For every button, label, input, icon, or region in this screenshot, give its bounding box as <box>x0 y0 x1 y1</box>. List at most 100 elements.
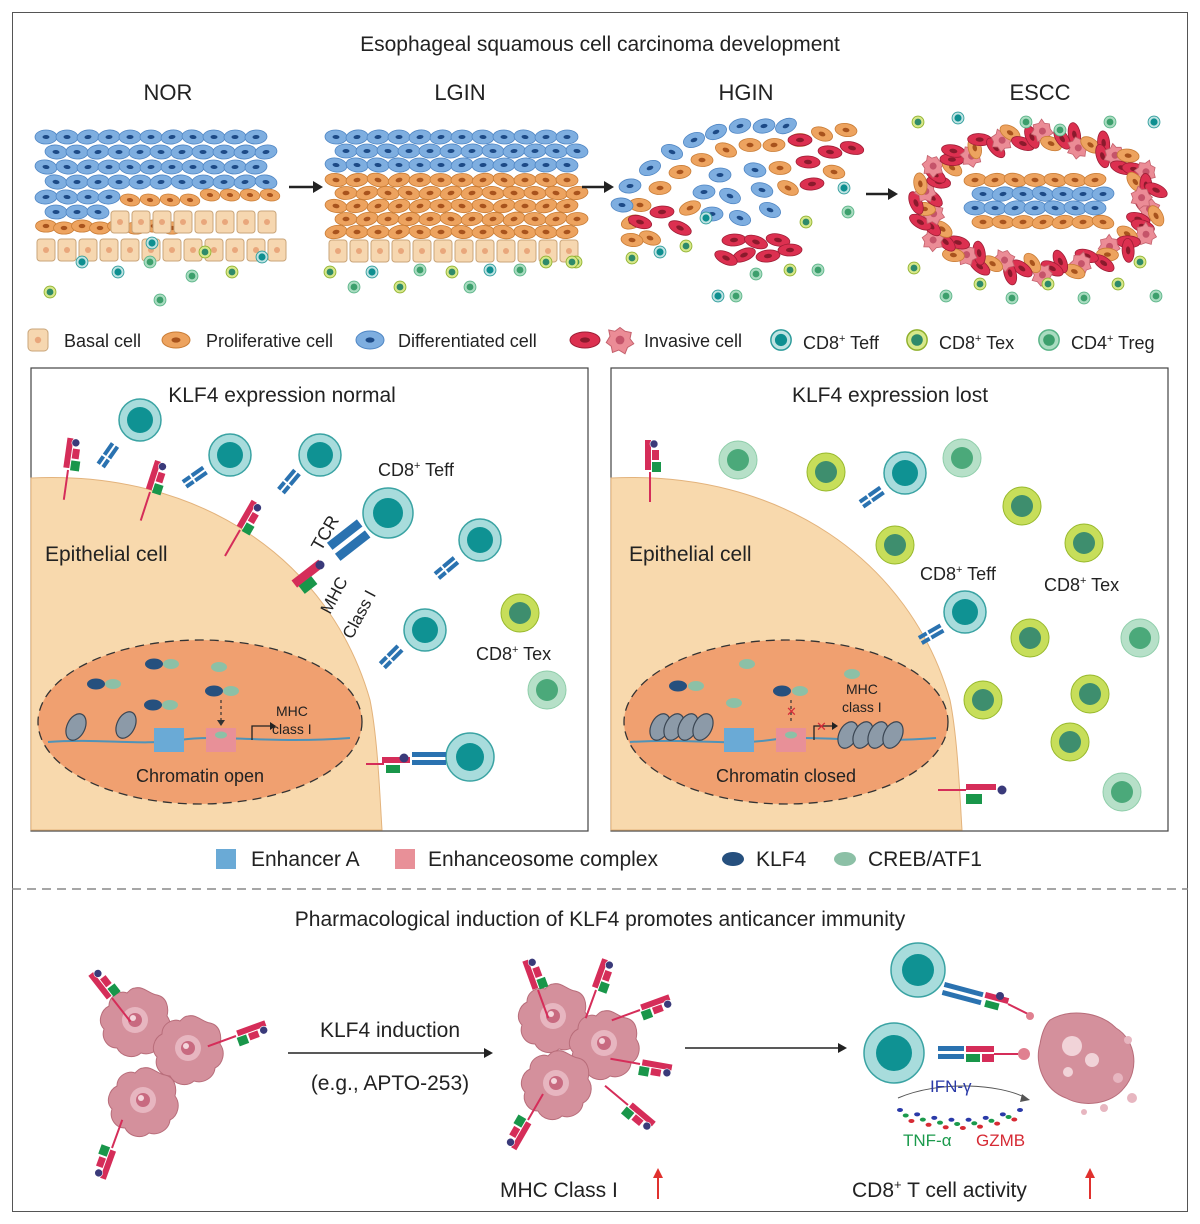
diff-cell <box>543 142 569 160</box>
treg-cell <box>841 205 855 219</box>
diff-cell <box>117 157 143 177</box>
basal-cell <box>120 238 140 262</box>
tex-cell <box>783 263 797 277</box>
prolif-cell <box>376 211 400 227</box>
cytokine-dot <box>897 1108 903 1112</box>
teff-cell <box>255 250 269 264</box>
diff-cell <box>160 159 184 175</box>
teff-cell <box>699 211 713 225</box>
svg-text:Basal cell: Basal cell <box>64 331 141 351</box>
diff-cell <box>107 144 131 160</box>
diff-cell <box>658 141 686 163</box>
tex-cell <box>963 680 1003 720</box>
diff-cell <box>33 188 59 206</box>
prolif-cell <box>690 152 714 168</box>
tex-label-right: CD8+ Tex <box>1044 575 1119 595</box>
diff-cell <box>65 143 89 161</box>
up-arrow-icon <box>1085 1168 1095 1199</box>
prolif-cell <box>971 214 995 230</box>
basal-cell <box>162 238 182 262</box>
diff-cell <box>983 200 1007 216</box>
prolif-cell <box>375 184 401 202</box>
prolif-cell <box>648 180 672 196</box>
prolif-cell <box>774 177 802 199</box>
diff-cell <box>418 143 442 159</box>
diff-cell <box>344 155 370 175</box>
diff-cell <box>1090 185 1116 203</box>
prolif-cell <box>449 223 475 241</box>
svg-text:CREB/ATF1: CREB/ATF1 <box>868 848 982 871</box>
tissue-nor <box>33 127 287 307</box>
diff-cell <box>212 144 236 160</box>
tex-cell <box>875 525 915 565</box>
treg-cell <box>185 269 199 283</box>
diff-cell <box>726 207 754 229</box>
prolif-cell <box>35 219 57 233</box>
tex-cell <box>679 239 693 253</box>
diff-cell <box>692 183 716 201</box>
gene-label-right-1: MHC <box>846 681 878 697</box>
cytokine-dot <box>937 1120 943 1125</box>
prolif-cell <box>71 219 93 233</box>
prolif-cell <box>512 223 538 241</box>
prolif-cell <box>138 192 162 208</box>
red-cell <box>798 176 826 192</box>
prolif-cell <box>408 172 432 188</box>
prolif-cell <box>667 163 693 181</box>
prolif-cell <box>323 197 349 215</box>
teff-synapse-bottom <box>366 732 495 782</box>
legend-proliferative: Proliferative cell <box>161 331 333 351</box>
treg-cell <box>413 263 427 277</box>
klf4-creb-pairs <box>87 658 239 711</box>
legend-basal: Basal cell <box>27 328 141 352</box>
cytokine-dot <box>942 1125 949 1130</box>
diff-cell <box>727 115 753 137</box>
teff-cell <box>145 236 159 250</box>
red-cell <box>666 217 694 239</box>
prolif-cell <box>344 171 370 189</box>
diff-cell <box>617 177 643 195</box>
diff-cell <box>243 158 269 176</box>
tex-cell <box>1070 674 1110 714</box>
nucleus-right <box>623 639 949 805</box>
panel-left-title: KLF4 expression normal <box>168 384 396 407</box>
progression-arrow-1 <box>289 181 323 193</box>
prolif-cell <box>417 184 443 202</box>
red-cell <box>721 232 747 248</box>
prolif-cell <box>821 162 847 182</box>
mhc-molecule-bottom <box>938 784 1007 804</box>
panel-klf4-normal: KLF4 expression normal Epithelial cell C… <box>30 367 589 832</box>
diff-cell <box>751 116 777 136</box>
svg-text:Enhanceosome complex: Enhanceosome complex <box>428 848 658 871</box>
diff-cell <box>149 143 173 161</box>
diff-cell <box>716 184 744 208</box>
diff-cell <box>85 203 111 221</box>
treg-cell <box>1120 618 1160 658</box>
diff-cell <box>97 159 121 175</box>
cytokine-dot <box>931 1115 938 1120</box>
cytokine-dot <box>925 1122 932 1127</box>
diff-cell <box>138 158 164 176</box>
diff-cell <box>609 196 635 214</box>
teff-label-left: CD8+ Teff <box>378 460 455 480</box>
diff-cell <box>702 120 730 144</box>
diff-cell <box>107 174 131 190</box>
tex-cell <box>907 261 921 275</box>
treg-cell <box>153 293 167 307</box>
diff-cell <box>772 114 800 138</box>
cytokine-dot <box>1011 1117 1018 1122</box>
diff-cell <box>181 159 205 175</box>
diff-cell <box>428 127 454 147</box>
prolif-cell <box>396 210 422 228</box>
legend-treg: CD4+ Treg <box>1038 329 1154 353</box>
prolif-cell <box>712 139 740 161</box>
treg-cell <box>527 670 567 710</box>
diff-cell <box>449 155 475 175</box>
cytokine-dot <box>994 1121 1001 1126</box>
prolif-cell <box>738 137 762 153</box>
prolif-cell <box>555 172 579 188</box>
red-cell <box>795 154 821 170</box>
diff-cell <box>1002 198 1028 218</box>
klf4-creb-free <box>669 659 860 708</box>
treg-cell <box>513 263 527 277</box>
